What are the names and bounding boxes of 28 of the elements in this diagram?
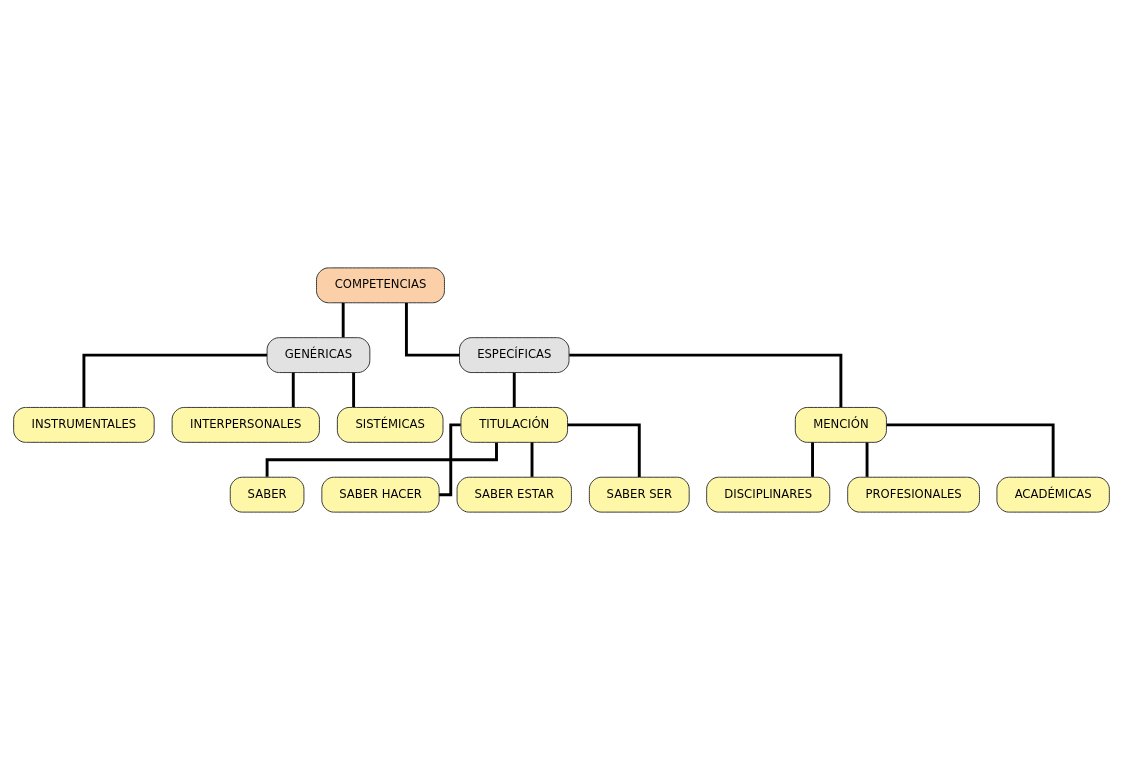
connector [82,353,267,407]
node-box: INTERPERSONALES [171,406,320,443]
node-box: GENÉRICAS [266,336,371,373]
connector [291,372,295,407]
node-box: INSTRUMENTALES [13,406,155,443]
node-box: SISTÉMICAS [336,406,444,443]
node-box: TITULACIÓN [460,406,569,443]
connector [341,302,345,337]
connector [404,302,460,357]
node-box: ACADÉMICAS [996,476,1110,513]
node-box: SABER ESTAR [456,476,572,513]
node-box: ESPECÍFICAS [459,336,570,373]
connector [439,422,461,496]
node-box: MENCIÓN [794,406,887,443]
node-box: SABER SER [588,476,690,513]
connector [886,422,1055,477]
connector [865,442,869,477]
node-box: COMPETENCIAS [316,266,445,303]
connector [530,442,534,477]
node-box: SABER [229,476,305,513]
connector [811,442,814,477]
node-box: SABER HACER [321,476,440,513]
connector [569,353,843,407]
node-box: DISCIPLINARES [706,476,831,513]
connector [512,372,516,407]
connector [567,422,641,477]
connector [352,372,356,407]
node-box: PROFESIONALES [847,476,980,513]
